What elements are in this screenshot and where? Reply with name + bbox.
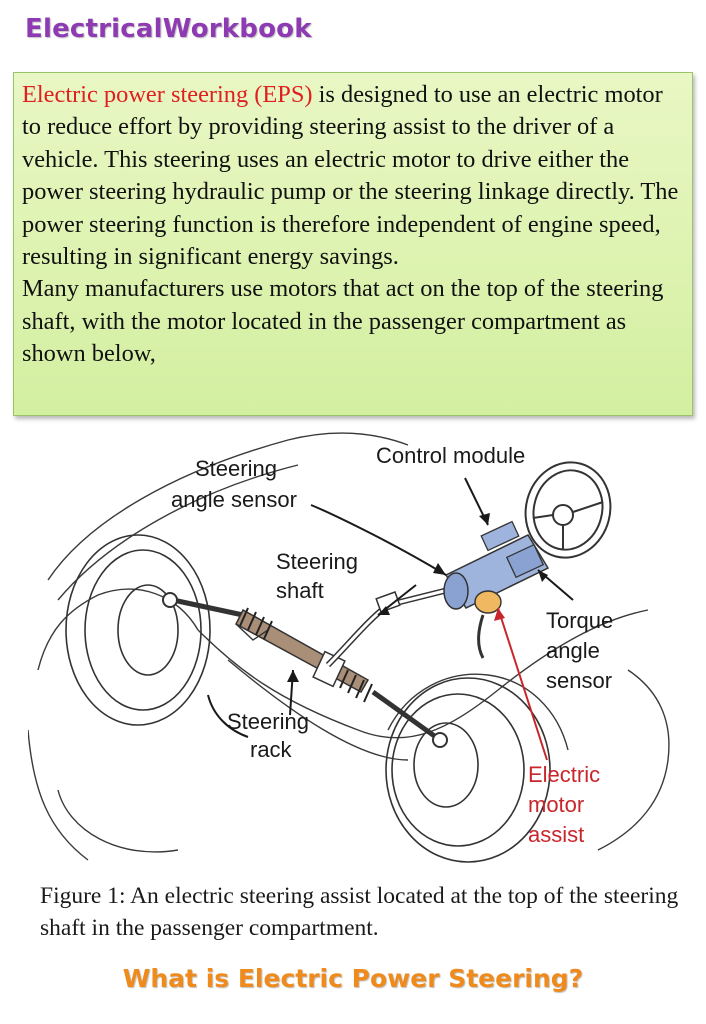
label-steering-rack-2: rack <box>250 737 293 762</box>
intro-paragraph-1: Electric power steering (EPS) is designe… <box>22 79 684 273</box>
label-electric-motor-1: Electric <box>528 762 600 787</box>
label-steering-shaft-1: Steering <box>276 549 358 574</box>
label-steering-rack-1: Steering <box>227 709 309 734</box>
figure-caption: Figure 1: An electric steering assist lo… <box>40 883 679 941</box>
intro-textbox: Electric power steering (EPS) is designe… <box>13 72 693 416</box>
label-torque-1: Torque <box>546 608 613 633</box>
eps-term: Electric power steering (EPS) <box>22 81 313 108</box>
footer-title: What is Electric Power Steering? <box>122 964 584 993</box>
intro-paragraph-2: Many manufacturers use motors that act o… <box>22 275 664 368</box>
eps-diagram: Control module Steering angle sensor Ste… <box>28 432 670 863</box>
steering-column <box>443 520 550 610</box>
steering-shaft <box>325 587 449 668</box>
label-steering-angle-sensor-2: angle sensor <box>171 487 297 512</box>
right-wheel <box>385 677 551 863</box>
steering-rack <box>162 592 448 748</box>
torque-sensor <box>474 590 502 659</box>
label-electric-motor-2: motor <box>528 792 584 817</box>
label-steering-angle-sensor-1: Steering <box>195 456 277 481</box>
label-steering-shaft-2: shaft <box>276 578 324 603</box>
label-torque-3: sensor <box>546 668 612 693</box>
motor-callout-arrowhead <box>494 608 505 621</box>
left-wheel <box>65 534 211 726</box>
label-control-module: Control module <box>376 443 525 468</box>
motor-callout-line <box>497 607 548 761</box>
brand-logo-text: ElectricalWorkbook <box>25 14 312 44</box>
label-electric-motor-3: assist <box>528 822 584 847</box>
steering-wheel <box>524 461 612 559</box>
intro-paragraph-1-text: is designed to use an electric motor to … <box>22 81 679 271</box>
callout-arrowheads <box>287 513 548 682</box>
label-torque-2: angle <box>546 638 600 663</box>
